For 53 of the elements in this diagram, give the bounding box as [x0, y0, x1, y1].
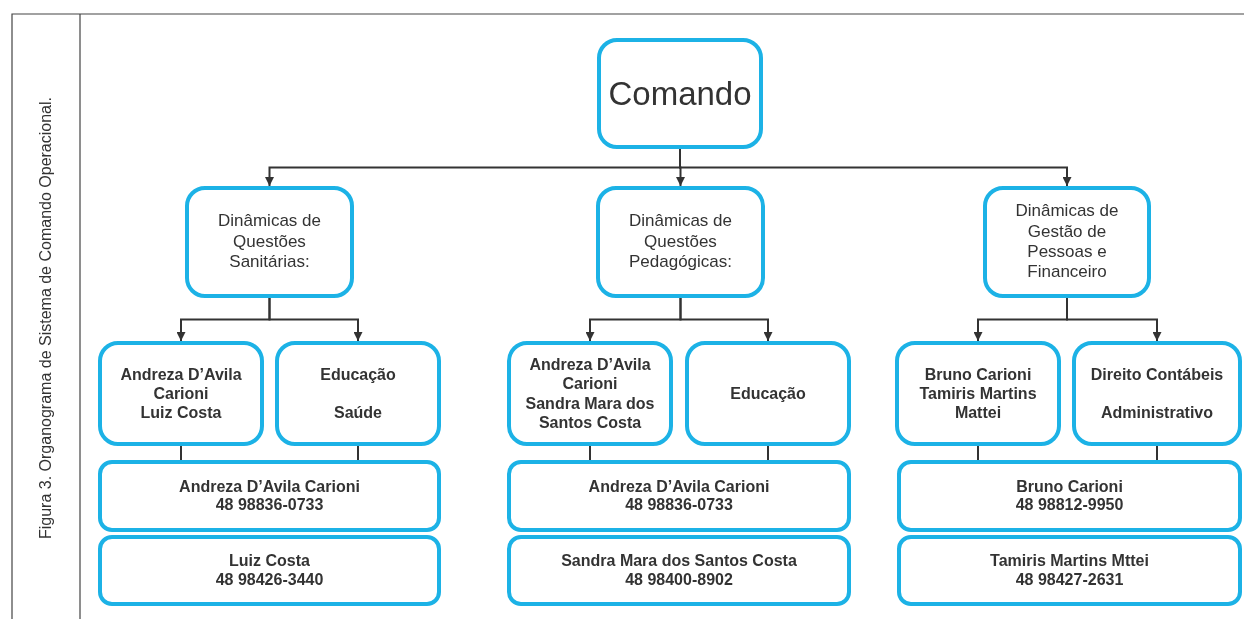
box-text: Andreza D’Avila Carioni	[179, 477, 360, 496]
box-text: Bruno Carioni	[924, 364, 1032, 384]
box-title: Dinâmicas de Questões Pedagógicas:	[628, 211, 733, 273]
box-text: Educação	[730, 383, 806, 404]
command-box	[597, 38, 763, 149]
box-text: Andreza D’Avila Carioni	[119, 364, 243, 404]
contact-box	[98, 460, 441, 532]
box-text: Direito Contábeis	[1090, 365, 1224, 385]
box-text: Andreza D’Avila Carioni	[588, 477, 770, 496]
box-text: Luiz Costa	[229, 552, 310, 571]
contact-box	[507, 535, 851, 606]
team-box	[1072, 341, 1242, 446]
team-box	[98, 341, 264, 446]
box-title: Dinâmicas de Questões Sanitárias:	[217, 211, 322, 273]
phone-number: 48 98426-3440	[215, 570, 324, 589]
team-box	[275, 341, 441, 446]
contact-box	[507, 460, 851, 532]
box-text: Bruno Carioni	[1016, 477, 1123, 496]
arrow	[268, 297, 363, 342]
arrow	[679, 297, 773, 342]
phone-number: 48 98836-0733	[625, 496, 733, 515]
phone-number: 48 98400-8902	[625, 570, 733, 589]
figure-caption: Figura 3. Organograma de Sistema de Comando Operacional.	[37, 97, 55, 539]
team-box	[895, 341, 1061, 446]
connector-line	[180, 445, 182, 461]
division-box	[596, 186, 765, 298]
box-text: Andreza D’Avila Carioni	[528, 355, 652, 394]
arrow	[1066, 297, 1162, 342]
division-box	[983, 186, 1151, 298]
contact-box	[897, 460, 1242, 532]
contact-box	[98, 535, 441, 606]
division-box	[185, 186, 354, 298]
connector-line	[589, 445, 591, 461]
box-text: Tamiris Martins Mattei	[918, 383, 1038, 423]
box-text: Educação	[320, 365, 396, 385]
box-title: Comando	[608, 74, 752, 113]
box-text: Tamiris Martins Mttei	[990, 552, 1149, 571]
contact-box	[897, 535, 1242, 606]
connector-line	[1156, 445, 1158, 461]
connector-line	[767, 445, 769, 461]
connector-line	[977, 445, 979, 461]
connector-line	[357, 445, 359, 461]
box-text: Saúde	[334, 402, 382, 422]
phone-number: 48 98427-2631	[1015, 570, 1124, 589]
phone-number: 48 98836-0733	[215, 496, 324, 515]
phone-number: 48 98812-9950	[1015, 496, 1124, 515]
box-text: Sandra Mara dos Santos Costa	[561, 552, 797, 571]
box-title: Dinâmicas de Gestão de Pessoas e Financeiro	[1014, 201, 1120, 283]
box-text: Sandra Mara dos Santos Costa	[524, 393, 656, 432]
team-box	[685, 341, 851, 446]
box-text: Luiz Costa	[140, 403, 222, 423]
box-text: Administrativo	[1101, 402, 1213, 422]
team-box	[507, 341, 673, 446]
